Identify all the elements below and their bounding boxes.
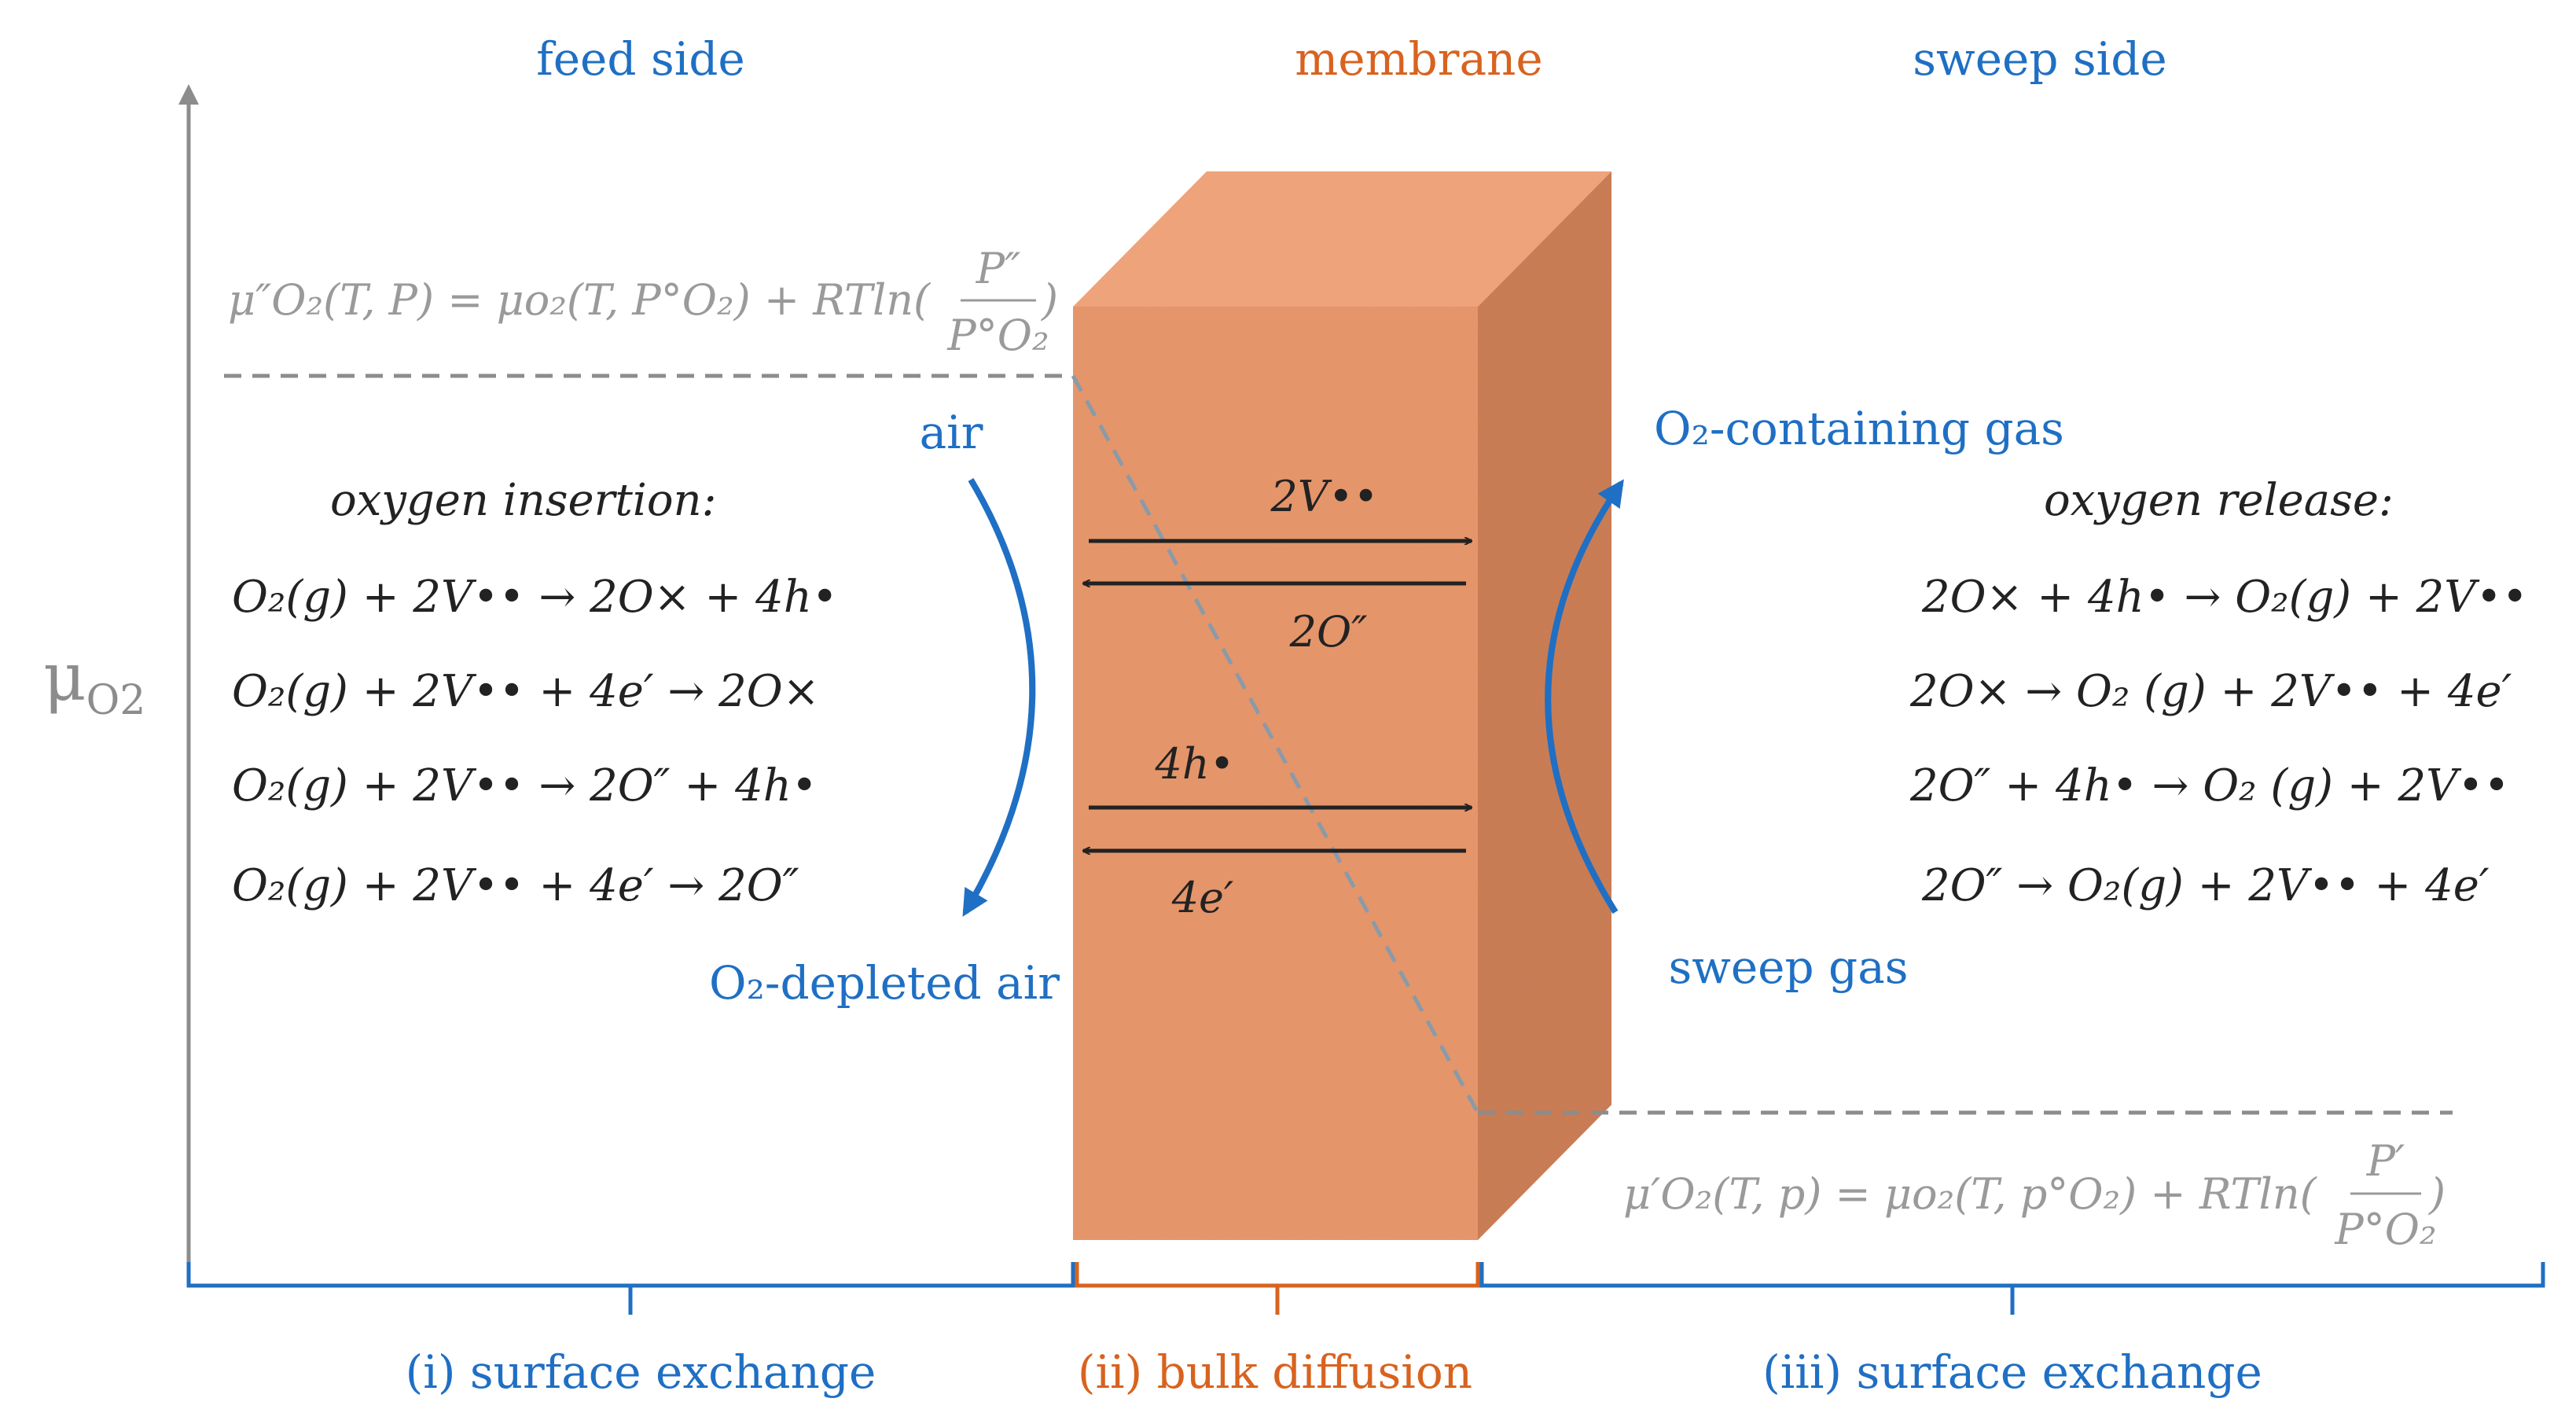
interstitial-species-label: 2O″ <box>1289 607 1368 657</box>
membrane-block <box>1073 171 1611 1240</box>
oxygen-release-block: oxygen release: 2O× + 4h• → O₂(g) + 2V••… <box>1909 475 2528 911</box>
feed-potential-numerator: P″ <box>976 244 1021 293</box>
membrane-title: membrane <box>1295 32 1542 86</box>
oxygen-insertion-block: oxygen insertion: O₂(g) + 2V•• → 2O× + 4… <box>232 475 838 911</box>
insertion-reaction-1: O₂(g) + 2V•• → 2O× + 4h• <box>232 572 838 623</box>
electron-species-label: 4e′ <box>1171 873 1234 922</box>
insertion-reaction-3: O₂(g) + 2V•• → 2O″ + 4h• <box>232 760 818 811</box>
release-reaction-3: 2O″ + 4h• → O₂ (g) + 2V•• <box>1909 760 2510 811</box>
stage2-bracket <box>1075 1262 1480 1315</box>
stage1-label: (i) surface exchange <box>406 1345 876 1399</box>
feed-potential-lhs: μ″O₂(T, P) = μo₂(T, P°O₂) + RTln( <box>228 275 932 325</box>
stage3-label: (iii) surface exchange <box>1762 1345 2262 1399</box>
sweep-potential-numerator: P′ <box>2366 1136 2405 1186</box>
o2-containing-gas-label: O₂-containing gas <box>1654 402 2064 455</box>
vacancy-species-label: 2V•• <box>1270 472 1378 521</box>
sweep-gas-label: sweep gas <box>1668 940 1908 994</box>
hole-species-label: 4h• <box>1155 739 1235 789</box>
sweep-potential-lhs: μ′O₂(T, p) = μo₂(T, p°O₂) + RTln( <box>1623 1169 2318 1219</box>
feed-potential-denominator: P°O₂ <box>946 311 1049 360</box>
insertion-reaction-4: O₂(g) + 2V•• + 4e′ → 2O″ <box>232 860 799 911</box>
mu-axis-label: μO2 <box>43 638 145 724</box>
feed-flow-arrow <box>962 477 1036 917</box>
release-reaction-2: 2O× → O₂ (g) + 2V•• + 4e′ <box>1909 666 2512 717</box>
release-reaction-1: 2O× + 4h• → O₂(g) + 2V•• <box>1921 572 2528 623</box>
sweep-potential-denominator: P°O₂ <box>2334 1205 2436 1254</box>
oxygen-insertion-title: oxygen insertion: <box>330 475 716 526</box>
bulk-transport-arrows: 2V•• 2O″ 4h• 4e′ <box>1083 472 1472 922</box>
feed-potential-equation: μ″O₂(T, P) = μo₂(T, P°O₂) + RTln( P″ P°O… <box>228 244 1058 360</box>
oxygen-release-title: oxygen release: <box>2044 475 2394 526</box>
air-label: air <box>920 406 983 459</box>
o2-depleted-air-label: O₂-depleted air <box>709 956 1060 1010</box>
sweep-potential-close: ) <box>2428 1169 2446 1219</box>
membrane-top-face <box>1073 171 1611 307</box>
sweep-flow-arrow <box>1545 479 1624 914</box>
stage1-bracket <box>186 1262 1075 1315</box>
stage2-label: (ii) bulk diffusion <box>1078 1345 1472 1399</box>
sweep-side-title: sweep side <box>1913 32 2166 86</box>
feed-side-title: feed side <box>536 32 744 86</box>
release-reaction-4: 2O″ → O₂(g) + 2V•• + 4e′ <box>1921 860 2490 911</box>
insertion-reaction-2: O₂(g) + 2V•• + 4e′ → 2O× <box>232 666 820 717</box>
sweep-potential-equation: μ′O₂(T, p) = μo₂(T, p°O₂) + RTln( P′ P°O… <box>1623 1136 2446 1254</box>
feed-potential-close: ) <box>1041 275 1058 325</box>
stage3-bracket <box>1479 1262 2545 1315</box>
